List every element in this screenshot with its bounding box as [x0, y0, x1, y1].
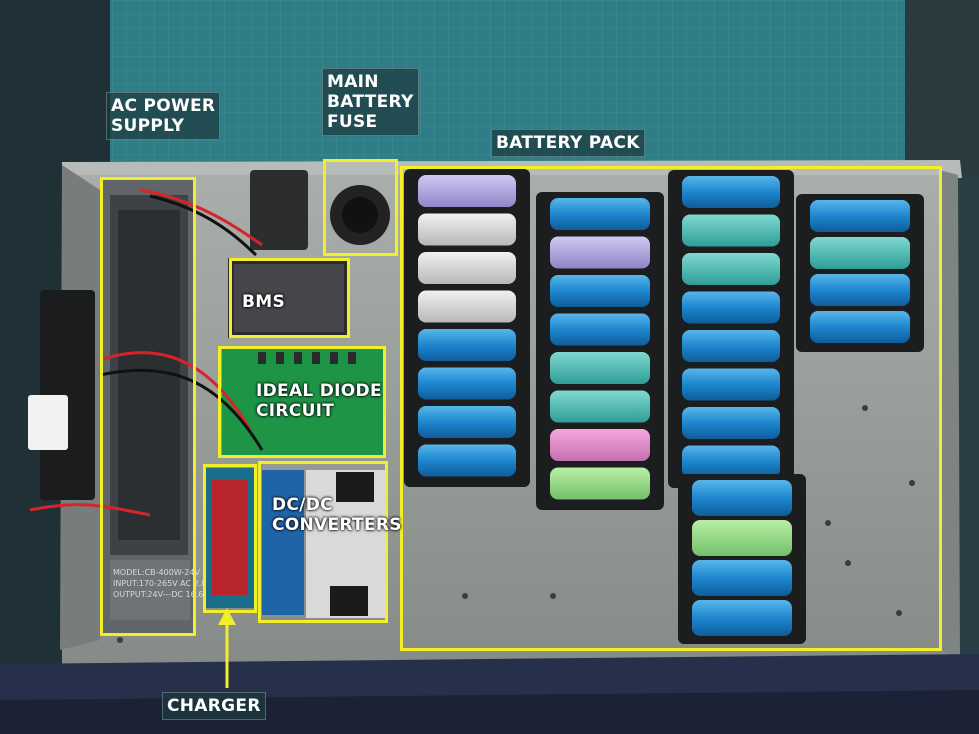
battery-cell	[550, 390, 650, 423]
battery-cell	[550, 236, 650, 269]
battery-cells	[404, 169, 924, 644]
ac-power-supply-box	[100, 177, 196, 636]
bms-box	[229, 258, 350, 338]
battery-cell	[692, 600, 792, 636]
battery-cell	[418, 367, 516, 400]
battery-cell	[418, 290, 516, 323]
battery-cell	[682, 407, 780, 439]
battery-cell	[550, 198, 650, 230]
battery-cell	[418, 444, 516, 477]
ac-power-supply-label: AC POWER SUPPLY	[106, 92, 221, 140]
battery-cell	[692, 560, 792, 596]
main-fuse-box	[323, 159, 398, 256]
battery-cell	[810, 274, 910, 306]
battery-cell	[682, 176, 780, 208]
battery-cell	[682, 445, 780, 478]
battery-pack-box	[400, 166, 942, 651]
battery-cell	[692, 480, 792, 516]
dc-dc-converters-label: DC/DC CONVERTERS	[272, 495, 402, 535]
bms-label: BMS	[242, 292, 286, 312]
battery-cell	[418, 252, 516, 284]
battery-cell	[682, 253, 780, 285]
battery-cell	[550, 429, 650, 461]
battery-cell	[550, 467, 650, 500]
battery-cell	[810, 237, 910, 269]
psu-model-text: MODEL:CB-400W-24V	[113, 568, 200, 577]
charger-label: CHARGER	[162, 692, 266, 720]
battery-cell	[418, 329, 516, 361]
battery-cell	[682, 291, 780, 324]
battery-cell	[550, 313, 650, 346]
ideal-diode-circuit-label: IDEAL DIODE CIRCUIT	[256, 381, 382, 421]
psu-input-text: INPUT:170-265V AC 2.8A	[113, 579, 212, 588]
battery-cell	[682, 214, 780, 247]
dc-dc-converters-box	[258, 461, 388, 623]
battery-cell	[692, 520, 792, 556]
battery-cell	[810, 200, 910, 232]
ideal-diode-box	[218, 346, 386, 458]
battery-cell	[418, 406, 516, 438]
battery-pack-label: BATTERY PACK	[491, 129, 645, 157]
charger-box	[203, 464, 257, 613]
battery-cell	[810, 311, 910, 343]
battery-cell	[550, 352, 650, 384]
battery-cell	[418, 213, 516, 246]
main-battery-fuse-label: MAIN BATTERY FUSE	[322, 68, 419, 136]
battery-cell	[682, 330, 780, 362]
battery-cell	[418, 175, 516, 207]
battery-cell	[550, 275, 650, 307]
battery-cell	[682, 368, 780, 401]
psu-output-text: OUTPUT:24V---DC 16.6A	[113, 590, 209, 599]
